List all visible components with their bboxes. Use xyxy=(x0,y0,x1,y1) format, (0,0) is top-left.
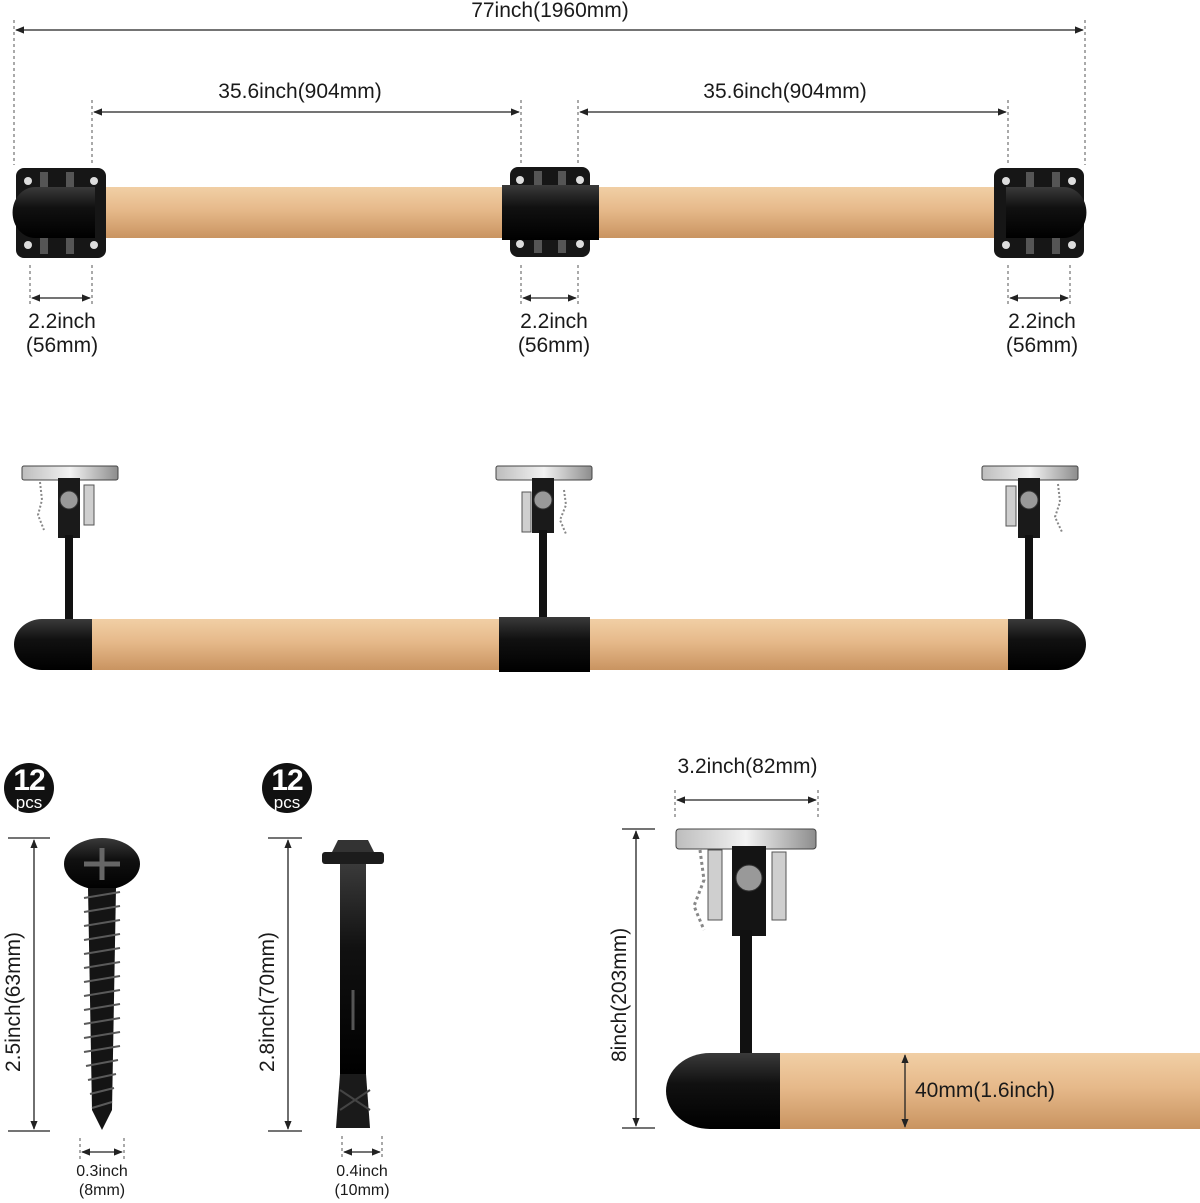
bracket-mid-width-inch: 2.2inch xyxy=(520,310,588,333)
bracket-left-width-mm: (56mm) xyxy=(25,334,99,357)
screw-unit: pcs xyxy=(15,793,43,812)
bracket-left-width-inch: 2.2inch xyxy=(28,310,96,333)
detail-bracket-width-label: 3.2inch(82mm) xyxy=(677,755,818,778)
side-bracket-left xyxy=(21,465,119,620)
bracket-right-width-mm: (56mm) xyxy=(1005,334,1079,357)
top-view-rail xyxy=(12,20,1087,305)
bracket-mid-width-mm: (56mm) xyxy=(517,334,591,357)
screw-width-inch: 0.3inch xyxy=(76,1163,128,1180)
anchor-quantity-badge: 12 pcs xyxy=(262,763,312,813)
screw-length-label: 2.5inch(63mm) xyxy=(2,931,25,1072)
detail-view xyxy=(622,790,1200,1129)
screw-illustration xyxy=(8,837,140,1160)
side-bracket-middle xyxy=(495,465,593,620)
bracket-right-width-inch: 2.2inch xyxy=(1008,310,1076,333)
anchor-length-label: 2.8inch(70mm) xyxy=(256,931,279,1072)
anchor-bolt-illustration xyxy=(268,837,384,1160)
screw-quantity-badge: 12 pcs xyxy=(4,763,54,813)
detail-height-label: 8inch(203mm) xyxy=(608,927,631,1062)
anchor-width-mm: (10mm) xyxy=(334,1182,390,1199)
screw-width-mm: (8mm) xyxy=(78,1182,126,1199)
screw-count: 12 xyxy=(13,764,45,797)
right-span-label: 35.6inch(904mm) xyxy=(703,80,867,103)
left-span-label: 35.6inch(904mm) xyxy=(218,80,382,103)
anchor-count: 12 xyxy=(271,764,303,797)
total-length-label: 77inch(1960mm) xyxy=(471,0,629,22)
anchor-width-inch: 0.4inch xyxy=(336,1163,388,1180)
detail-diameter-label: 40mm(1.6inch) xyxy=(915,1079,1056,1102)
side-bracket-right xyxy=(981,465,1079,620)
side-view-rail xyxy=(14,465,1087,672)
anchor-unit: pcs xyxy=(273,793,301,812)
